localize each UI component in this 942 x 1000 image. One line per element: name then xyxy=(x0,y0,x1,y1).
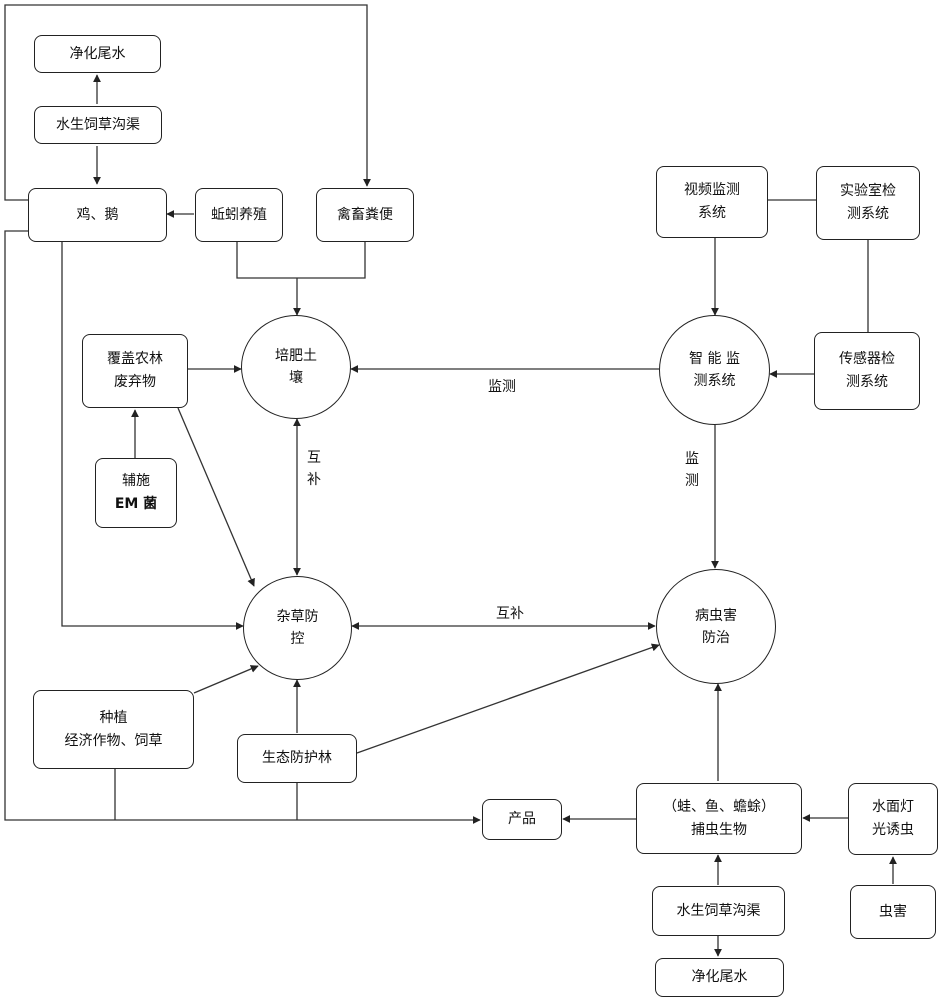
node-smart-monitor: 智 能 监 测系统 xyxy=(659,315,770,425)
label-monitor-vertical: 监 测 xyxy=(685,451,699,489)
node-product: 产品 xyxy=(482,799,562,840)
node-planting-title: 种植 xyxy=(99,709,128,726)
node-cover-waste: 覆盖农林 废弃物 xyxy=(82,334,188,408)
label-complement-vertical: 互 补 xyxy=(307,450,321,488)
node-video-monitor: 视频监测 系统 xyxy=(656,166,768,238)
node-purified-water-top: 净化尾水 xyxy=(34,35,161,73)
node-eco-forest: 生态防护林 xyxy=(237,734,357,783)
node-aquatic-channel-top: 水生饲草沟渠 xyxy=(34,106,162,144)
node-chicken-goose: 鸡、鹅 xyxy=(28,188,167,242)
node-lab-detect: 实验室检 测系统 xyxy=(816,166,920,240)
connector-manure-to-soil xyxy=(297,242,366,279)
connector-cover-to-weed xyxy=(177,407,255,587)
node-pests: 虫害 xyxy=(850,885,936,939)
node-em-bacteria: 辅施 EM 菌 xyxy=(95,458,177,528)
label-monitor-horizontal: 监测 xyxy=(488,379,516,395)
node-manure: 禽畜粪便 xyxy=(316,188,414,242)
connector-forest-to-pest xyxy=(356,643,660,754)
node-em-bacteria-label: EM 菌 xyxy=(114,496,158,512)
node-purified-water-bottom: 净化尾水 xyxy=(655,958,784,997)
node-water-light: 水面灯 光诱虫 xyxy=(848,783,938,855)
connector-chicken-to-weed xyxy=(61,242,244,630)
node-planting: 种植 经济作物、饲草 xyxy=(33,690,194,769)
node-pest-control: 病虫害 防治 xyxy=(656,569,776,684)
node-fertile-soil: 培肥土 壤 xyxy=(241,315,351,419)
node-earthworm: 蚯蚓养殖 xyxy=(195,188,283,242)
connector-planting-to-weed xyxy=(193,665,259,694)
node-em-aux-label: 辅施 xyxy=(122,473,150,489)
node-weed-control: 杂草防 控 xyxy=(243,576,352,680)
connector-outer-to-product xyxy=(4,230,481,824)
node-sensor-detect: 传感器检 测系统 xyxy=(814,332,920,410)
connector-chicken-to-manure xyxy=(4,4,371,201)
node-predators: （蛙、鱼、蟾蜍） 捕虫生物 xyxy=(636,783,802,854)
node-aquatic-channel-bottom: 水生饲草沟渠 xyxy=(652,886,785,936)
node-planting-sub: 经济作物、饲草 xyxy=(64,732,163,749)
label-complement-horizontal: 互补 xyxy=(496,606,524,622)
connector-earthworm-to-soil xyxy=(236,242,297,279)
